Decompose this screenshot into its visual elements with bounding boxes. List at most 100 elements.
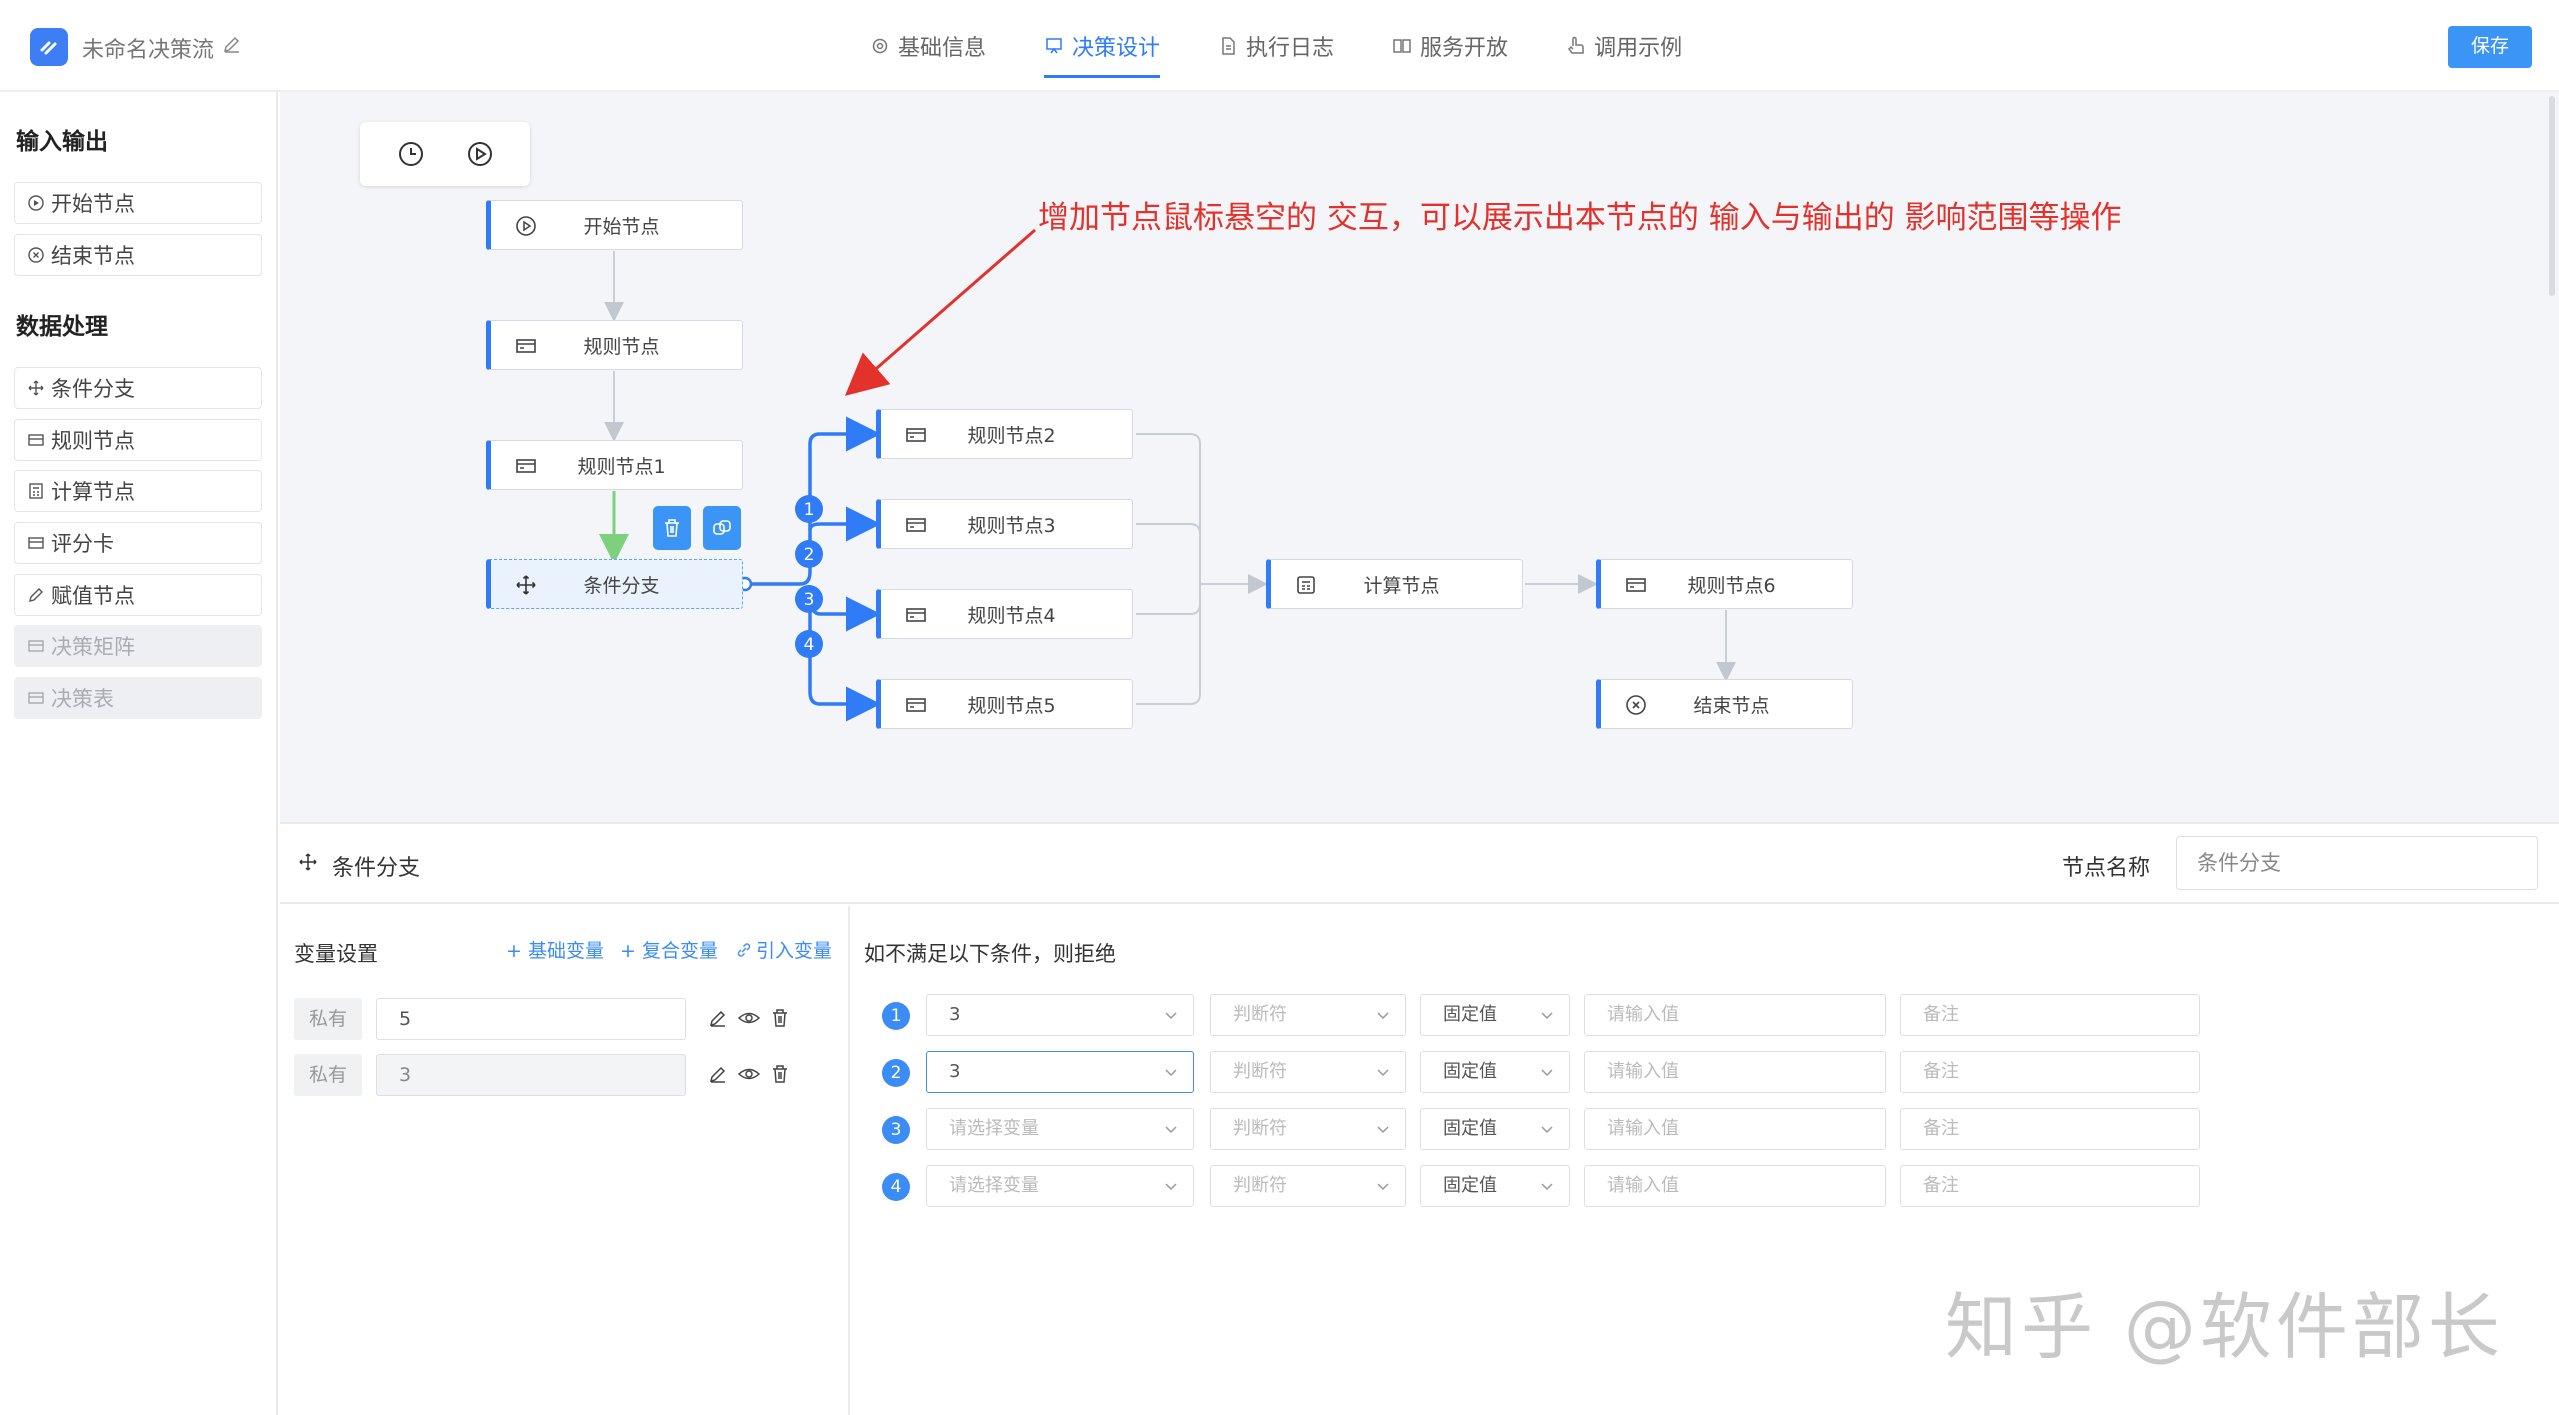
variable-scope-tag: 私有 <box>294 998 362 1040</box>
trash-icon[interactable] <box>770 1064 790 1084</box>
add-basic-variable-link[interactable]: + 基础变量 <box>506 940 604 962</box>
select-value: 固定值 <box>1443 1061 1497 1082</box>
variable-value-input[interactable]: 5 <box>376 998 686 1040</box>
palette-item-decision-table: 决策表 <box>14 677 262 719</box>
variable-select[interactable]: 3 <box>926 1051 1194 1093</box>
note-input[interactable]: 备注 <box>1900 1165 2200 1207</box>
value-type-select[interactable]: 固定值 <box>1420 1165 1570 1207</box>
tab-basic-info[interactable]: 基础信息 <box>870 0 986 92</box>
node-branch-selected[interactable]: 条件分支 <box>486 559 743 609</box>
trash-icon[interactable] <box>770 1008 790 1028</box>
condition-settings-title: 如不满足以下条件，则拒绝 <box>864 942 1116 966</box>
play-circle-icon <box>467 142 492 166</box>
operator-select[interactable]: 判断符 <box>1210 1108 1406 1150</box>
edit-title-icon[interactable] <box>222 34 242 58</box>
chevron-down-icon <box>1541 1069 1553 1077</box>
select-value: 3 <box>949 1061 961 1082</box>
palette-item-start-node[interactable]: 开始节点 <box>14 182 262 224</box>
panel-header: 条件分支 节点名称 条件分支 <box>280 822 2559 904</box>
select-placeholder: 判断符 <box>1233 1118 1287 1139</box>
palette-item-assign-node[interactable]: 赋值节点 <box>14 574 262 616</box>
node-rule[interactable]: 规则节点 <box>486 320 743 370</box>
tab-service-open[interactable]: 服务开放 <box>1392 0 1508 92</box>
palette-item-condition-branch[interactable]: 条件分支 <box>14 367 262 409</box>
node-rule6[interactable]: 规则节点6 <box>1596 559 1853 609</box>
node-rule3[interactable]: 规则节点3 <box>876 499 1133 549</box>
condition-number-badge: 2 <box>882 1059 910 1087</box>
value-type-select[interactable]: 固定值 <box>1420 1051 1570 1093</box>
tab-label: 决策设计 <box>1072 36 1161 61</box>
node-rule4[interactable]: 规则节点4 <box>876 589 1133 639</box>
play-circle-icon <box>516 216 536 236</box>
tab-execution-log[interactable]: 执行日志 <box>1218 0 1334 92</box>
add-composite-variable-link[interactable]: + 复合变量 <box>620 940 718 962</box>
node-name-label: 节点名称 <box>2062 856 2151 881</box>
delete-node-button[interactable] <box>653 506 691 550</box>
copy-node-button[interactable] <box>703 506 741 550</box>
note-input[interactable]: 备注 <box>1900 1108 2200 1150</box>
variable-select[interactable]: 3 <box>926 994 1194 1036</box>
move-icon <box>28 380 44 396</box>
palette-item-decision-matrix: 决策矩阵 <box>14 625 262 667</box>
palette-item-end-node[interactable]: 结束节点 <box>14 234 262 276</box>
play-circle-icon <box>28 195 44 211</box>
note-input[interactable]: 备注 <box>1900 994 2200 1036</box>
edit-icon[interactable] <box>708 1064 728 1084</box>
node-name-input[interactable]: 条件分支 <box>2176 836 2538 890</box>
palette-item-scorecard[interactable]: 评分卡 <box>14 522 262 564</box>
operator-select[interactable]: 判断符 <box>1210 1051 1406 1093</box>
flow-title: 未命名决策流 <box>82 38 215 63</box>
note-input[interactable]: 备注 <box>1900 1051 2200 1093</box>
edge-rule4-calc <box>1136 603 1201 615</box>
card-icon <box>1626 578 1646 592</box>
flow-canvas[interactable]: 增加节点鼠标悬空的 交互，可以展示出本节点的 输入与输出的 影响范围等操作 开始… <box>280 92 2559 822</box>
value-input[interactable]: 请输入值 <box>1584 1051 1886 1093</box>
run-button[interactable] <box>458 132 502 176</box>
annotation-text: 增加节点鼠标悬空的 交互，可以展示出本节点的 输入与输出的 影响范围等操作 <box>1038 200 2122 236</box>
node-rule2[interactable]: 规则节点2 <box>876 409 1133 459</box>
variable-select[interactable]: 请选择变量 <box>926 1108 1194 1150</box>
operator-select[interactable]: 判断符 <box>1210 1165 1406 1207</box>
chevron-down-icon <box>1377 1183 1389 1191</box>
node-rule1[interactable]: 规则节点1 <box>486 440 743 490</box>
variable-value-input[interactable]: 3 <box>376 1054 686 1096</box>
eye-icon[interactable] <box>738 1064 760 1084</box>
tab-label: 执行日志 <box>1246 36 1335 61</box>
value-input[interactable]: 请输入值 <box>1584 994 1886 1036</box>
node-label: 规则节点6 <box>1687 574 1776 597</box>
variable-select[interactable]: 请选择变量 <box>926 1165 1194 1207</box>
edit-icon[interactable] <box>708 1008 728 1028</box>
canvas-scrollbar[interactable] <box>2549 96 2555 296</box>
history-button[interactable] <box>389 132 433 176</box>
node-start[interactable]: 开始节点 <box>486 200 743 250</box>
eye-icon[interactable] <box>738 1008 760 1028</box>
card-icon <box>516 459 536 473</box>
hand-icon <box>1568 36 1584 54</box>
condition-number-badge: 3 <box>882 1116 910 1144</box>
edge-rule2-calc <box>1136 433 1201 584</box>
tab-decision-design[interactable]: 决策设计 <box>1044 0 1161 92</box>
select-placeholder: 请选择变量 <box>949 1175 1039 1196</box>
app-header: 未命名决策流 基础信息 决策设计 执行日志 服务开放 调用示例 保存 <box>0 0 2559 92</box>
condition-number-badge: 1 <box>882 1002 910 1030</box>
value-input[interactable]: 请输入值 <box>1584 1165 1886 1207</box>
chevron-down-icon <box>1541 1183 1553 1191</box>
node-calc[interactable]: 计算节点 <box>1266 559 1523 609</box>
node-end[interactable]: 结束节点 <box>1596 679 1853 729</box>
save-button[interactable]: 保存 <box>2448 26 2532 68</box>
card-icon <box>28 640 44 652</box>
import-variable-link[interactable]: 引入变量 <box>736 936 832 963</box>
select-placeholder: 判断符 <box>1233 1061 1287 1082</box>
canvas-toolbar <box>360 122 530 186</box>
node-rule5[interactable]: 规则节点5 <box>876 679 1133 729</box>
palette-item-calc-node[interactable]: 计算节点 <box>14 470 262 512</box>
operator-select[interactable]: 判断符 <box>1210 994 1406 1036</box>
value-type-select[interactable]: 固定值 <box>1420 994 1570 1036</box>
card-icon <box>906 518 926 532</box>
tab-call-example[interactable]: 调用示例 <box>1566 0 1682 92</box>
import-variable-label: 引入变量 <box>756 940 833 962</box>
value-input[interactable]: 请输入值 <box>1584 1108 1886 1150</box>
palette-item-rule-node[interactable]: 规则节点 <box>14 419 262 461</box>
value-type-select[interactable]: 固定值 <box>1420 1108 1570 1150</box>
gear-icon <box>872 38 888 54</box>
